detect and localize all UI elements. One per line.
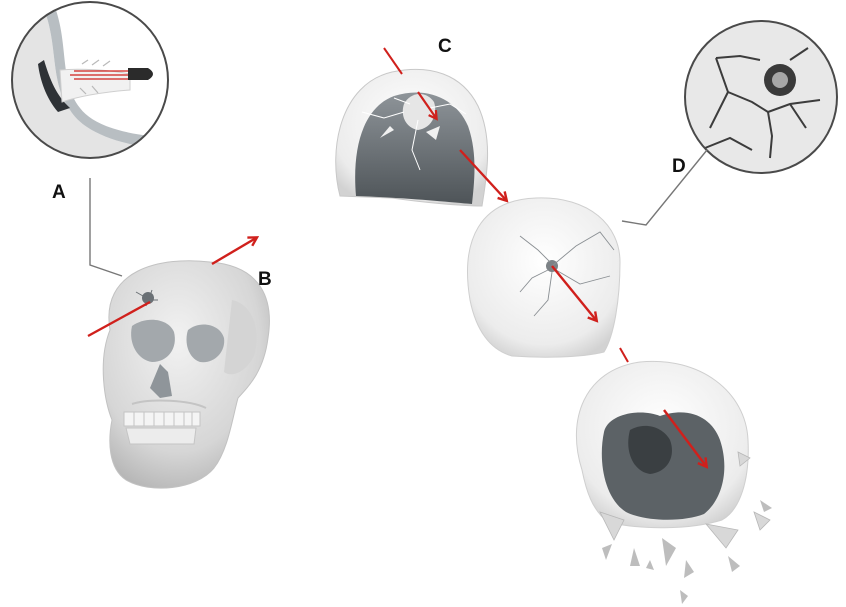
magnifier-a [0, 0, 190, 200]
magnifier-d [685, 21, 837, 173]
callout-line-a [90, 178, 122, 276]
dome-to-burst-line [620, 348, 628, 362]
label-c: C [438, 36, 452, 57]
c-entry-line [384, 48, 402, 74]
cutaway-skull-c [336, 69, 488, 206]
cracked-dome-skull [468, 198, 620, 357]
label-d: D [672, 156, 686, 177]
shattered-skull [576, 361, 772, 604]
exit-trajectory-arrow [212, 238, 256, 264]
skull-illustration [103, 261, 269, 488]
label-b: B [258, 269, 272, 290]
callout-line-d [622, 150, 707, 225]
label-a: A [52, 182, 66, 203]
